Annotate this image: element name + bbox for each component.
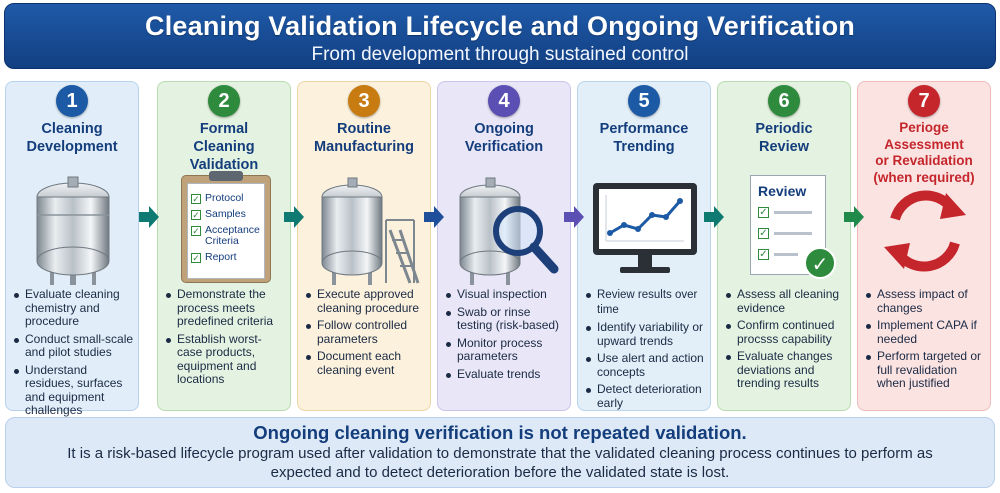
step-bullets: Review results over time Identify variab… [584, 288, 707, 414]
bullet: Review results over time [584, 288, 707, 317]
step-bullets: Visual inspection Swab or rinse testing … [444, 287, 567, 385]
checkbox-icon: ✓ [758, 249, 769, 260]
right-arrow-icon [563, 205, 585, 229]
bullet: Confirm continued procsss capability [724, 318, 847, 346]
bullet: Demonstrate the process meets predefined… [164, 287, 287, 329]
checkbox-icon: ✓ [191, 210, 201, 220]
step-number-badge: 7 [908, 85, 940, 117]
bullet: Use alert and action concepts [584, 351, 707, 379]
cycle-arrows-icon [870, 175, 980, 287]
bullet: Detect deterioration early [584, 382, 707, 410]
checkbox-icon: ✓ [191, 226, 201, 236]
step-number-badge: 6 [768, 85, 800, 117]
summary-footer: Ongoing cleaning verification is not rep… [5, 417, 995, 488]
bullet: Execute approved cleaning procedure [304, 287, 427, 315]
bullet: Assess all cleaning evidence [724, 287, 847, 315]
bullet: Conduct small-scale and pilot studies [12, 332, 135, 360]
step-bullets: Evaluate cleaning chemistry and procedur… [12, 287, 135, 422]
bullet: Establish worst-case products, equipment… [164, 332, 287, 387]
page-header: Cleaning Validation Lifecycle and Ongoin… [4, 3, 996, 69]
bullet: Evaluate trends [444, 367, 567, 382]
right-arrow-icon [843, 205, 865, 229]
page-subtitle: From development through sustained contr… [311, 44, 689, 65]
bullet: Implement CAPA if needed [864, 318, 987, 346]
step-number-badge: 3 [348, 85, 380, 117]
step-number-badge: 4 [488, 85, 520, 117]
right-arrow-icon [138, 205, 160, 229]
clipboard-checklist-icon: ✓ Protocol ✓ Samples ✓ Acceptance Criter… [175, 171, 275, 287]
step-bullets: Assess all cleaning evidence Confirm con… [724, 287, 847, 395]
bullet: Perform targeted or full revalidation wh… [864, 349, 987, 391]
bullet: Monitor process parameters [444, 336, 567, 364]
checkbox-icon: ✓ [758, 207, 769, 218]
footer-body: It is a risk-based lifecycle program use… [67, 445, 933, 481]
right-arrow-icon [423, 205, 445, 229]
step-bullets: Execute approved cleaning procedure Foll… [304, 287, 427, 381]
right-arrow-icon [703, 205, 725, 229]
bullet: Visual inspection [444, 287, 567, 302]
bullet: Identify variability or upward trends [584, 320, 707, 348]
bullet: Understand residues, surfaces and equipm… [12, 363, 135, 418]
checkbox-icon: ✓ [191, 253, 201, 263]
step-bullets: Assess impact of changes Implement CAPA … [864, 287, 987, 395]
checkbox-icon: ✓ [191, 194, 201, 204]
step-number-badge: 1 [56, 85, 88, 117]
right-arrow-icon [283, 205, 305, 229]
bullet: Follow controlled parameters [304, 318, 427, 346]
bullet: Evaluate changes deviations and trending… [724, 349, 847, 391]
bullet: Document each cleaning event [304, 349, 427, 377]
trend-monitor-icon [590, 175, 700, 287]
approved-check-icon: ✓ [804, 247, 836, 279]
stainless-tank-icon [18, 175, 128, 287]
tank-magnifier-icon [450, 175, 560, 287]
step-number-badge: 5 [628, 85, 660, 117]
bullet: Evaluate cleaning chemistry and procedur… [12, 287, 135, 329]
bullet: Swab or rinse testing (risk-based) [444, 305, 567, 333]
tank-with-stairs-icon [310, 175, 420, 287]
review-document-icon: Review ✓ ✓ ✓ ✓ [730, 175, 840, 287]
step-number-badge: 2 [208, 85, 240, 117]
step-bullets: Demonstrate the process meets predefined… [164, 287, 287, 391]
footer-title: Ongoing cleaning verification is not rep… [253, 422, 747, 443]
bullet: Assess impact of changes [864, 287, 987, 315]
page-title: Cleaning Validation Lifecycle and Ongoin… [145, 11, 855, 41]
checkbox-icon: ✓ [758, 228, 769, 239]
